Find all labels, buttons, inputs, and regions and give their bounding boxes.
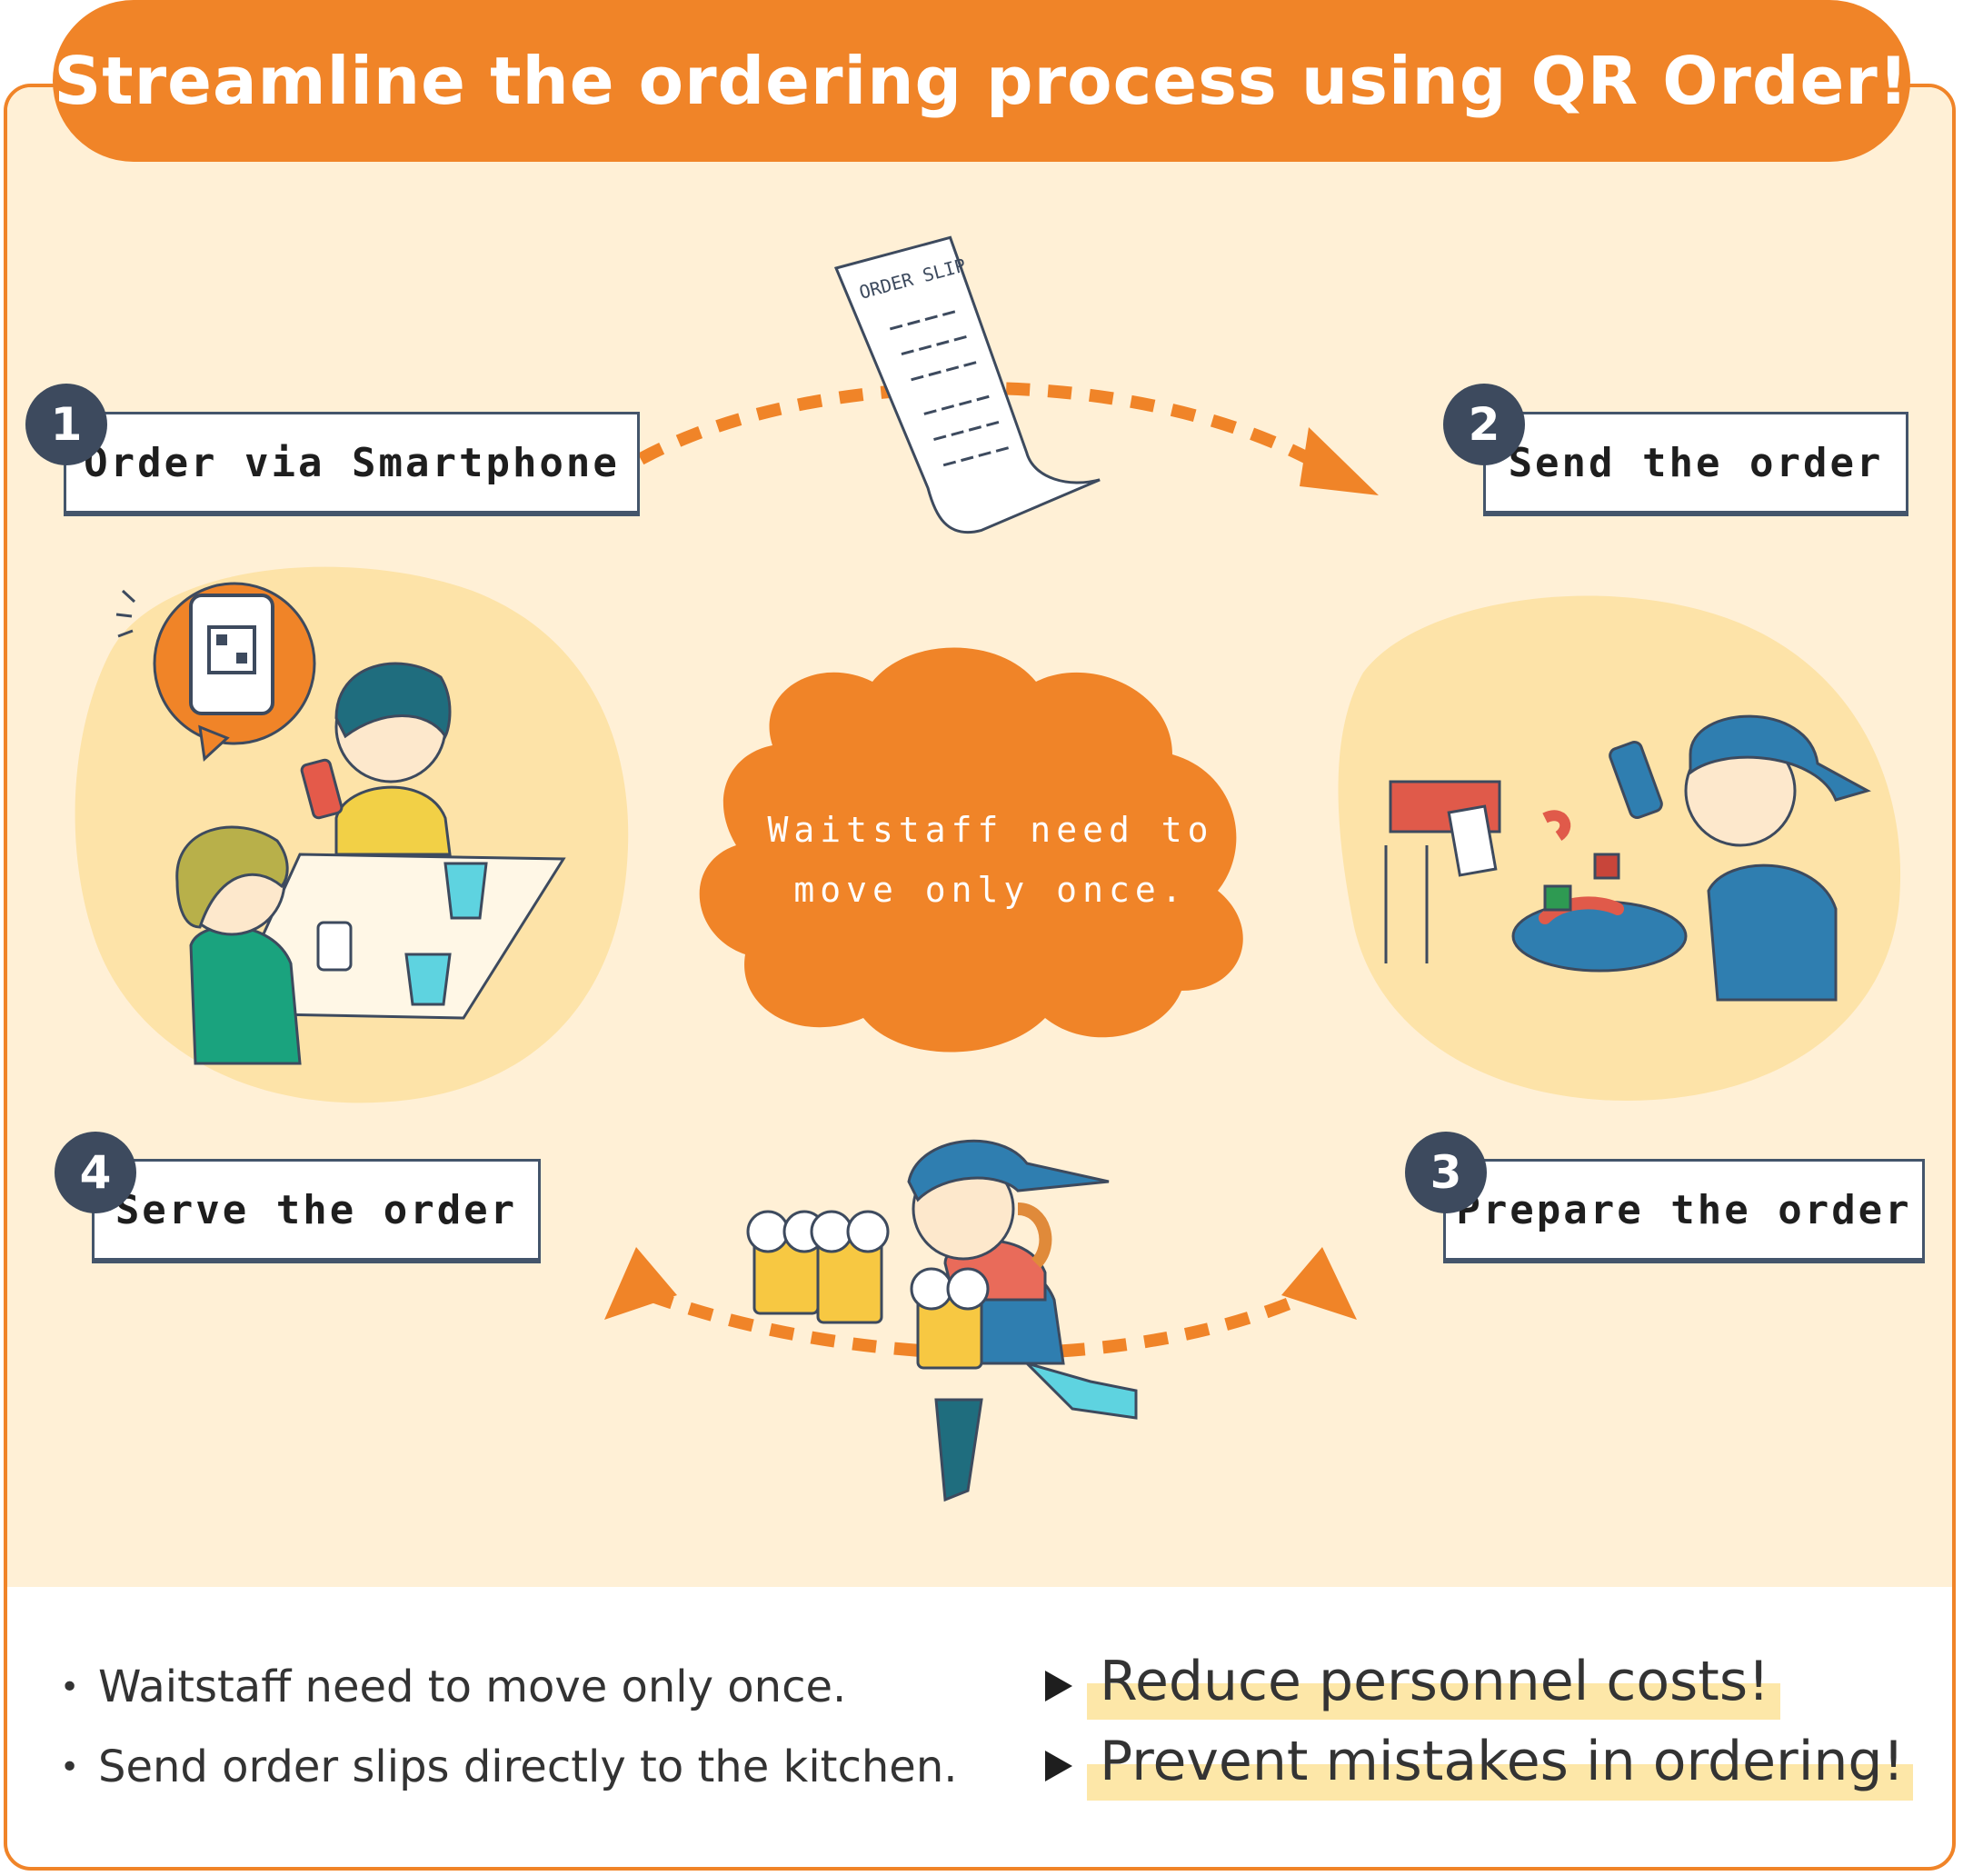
cloud-line-2: move only once. bbox=[793, 870, 1188, 910]
play-arrow-icon bbox=[1045, 1671, 1072, 1701]
arrow-head-bottom-right bbox=[1281, 1247, 1357, 1320]
right-scene-blob bbox=[1338, 595, 1901, 1101]
cloud-message: Waitstaff need to move only once. bbox=[745, 800, 1236, 920]
cloud-icon bbox=[699, 647, 1243, 1053]
benefit-point-2: Send order slips directly to the kitchen… bbox=[98, 1741, 958, 1792]
bullet-icon: • bbox=[60, 1748, 80, 1786]
order-slip-icon: ORDER SLIP bbox=[833, 235, 1101, 534]
benefit-row-2: • Send order slips directly to the kitch… bbox=[60, 1731, 958, 1803]
step-1-label: Order via Smartphone bbox=[64, 412, 640, 514]
smartphone-qr-icon bbox=[115, 582, 316, 763]
benefit-result-1: Reduce personnel costs! bbox=[1100, 1650, 1770, 1713]
step-2-badge: 2 bbox=[1443, 384, 1525, 465]
highlight-bar bbox=[1087, 1683, 1780, 1720]
cup-icon bbox=[404, 953, 452, 1006]
play-arrow-icon bbox=[1045, 1751, 1072, 1781]
step-3-badge: 3 bbox=[1405, 1132, 1487, 1213]
cup-icon bbox=[443, 862, 488, 920]
beer-mug-icon bbox=[746, 1210, 990, 1370]
step-1-badge: 1 bbox=[25, 384, 107, 465]
customer-girl bbox=[175, 825, 353, 1065]
benefit-row-1: • Waitstaff need to move only once. bbox=[60, 1651, 846, 1723]
step-2-label: Send the order bbox=[1483, 412, 1908, 514]
benefit-point-1: Waitstaff need to move only once. bbox=[98, 1661, 847, 1712]
step-4-badge: 4 bbox=[55, 1132, 136, 1213]
waitress-icon bbox=[746, 1139, 1138, 1502]
arrow-head-bottom-left bbox=[604, 1247, 677, 1320]
highlight-bar bbox=[1087, 1764, 1913, 1801]
step-3-label: Prepare the order bbox=[1443, 1159, 1925, 1261]
benefit-result-2: Prevent mistakes in ordering! bbox=[1100, 1730, 1905, 1793]
step-4-label: Serve the order bbox=[92, 1159, 541, 1261]
cloud-line-1: Waitstaff need to bbox=[767, 810, 1214, 850]
customer-boy bbox=[300, 662, 452, 856]
page-title: Streamline the ordering process using QR… bbox=[53, 0, 1910, 162]
cook-icon bbox=[1511, 714, 1871, 1002]
printer-icon bbox=[1384, 780, 1501, 963]
bullet-icon: • bbox=[60, 1668, 80, 1706]
arrow-head-top bbox=[1300, 427, 1379, 495]
